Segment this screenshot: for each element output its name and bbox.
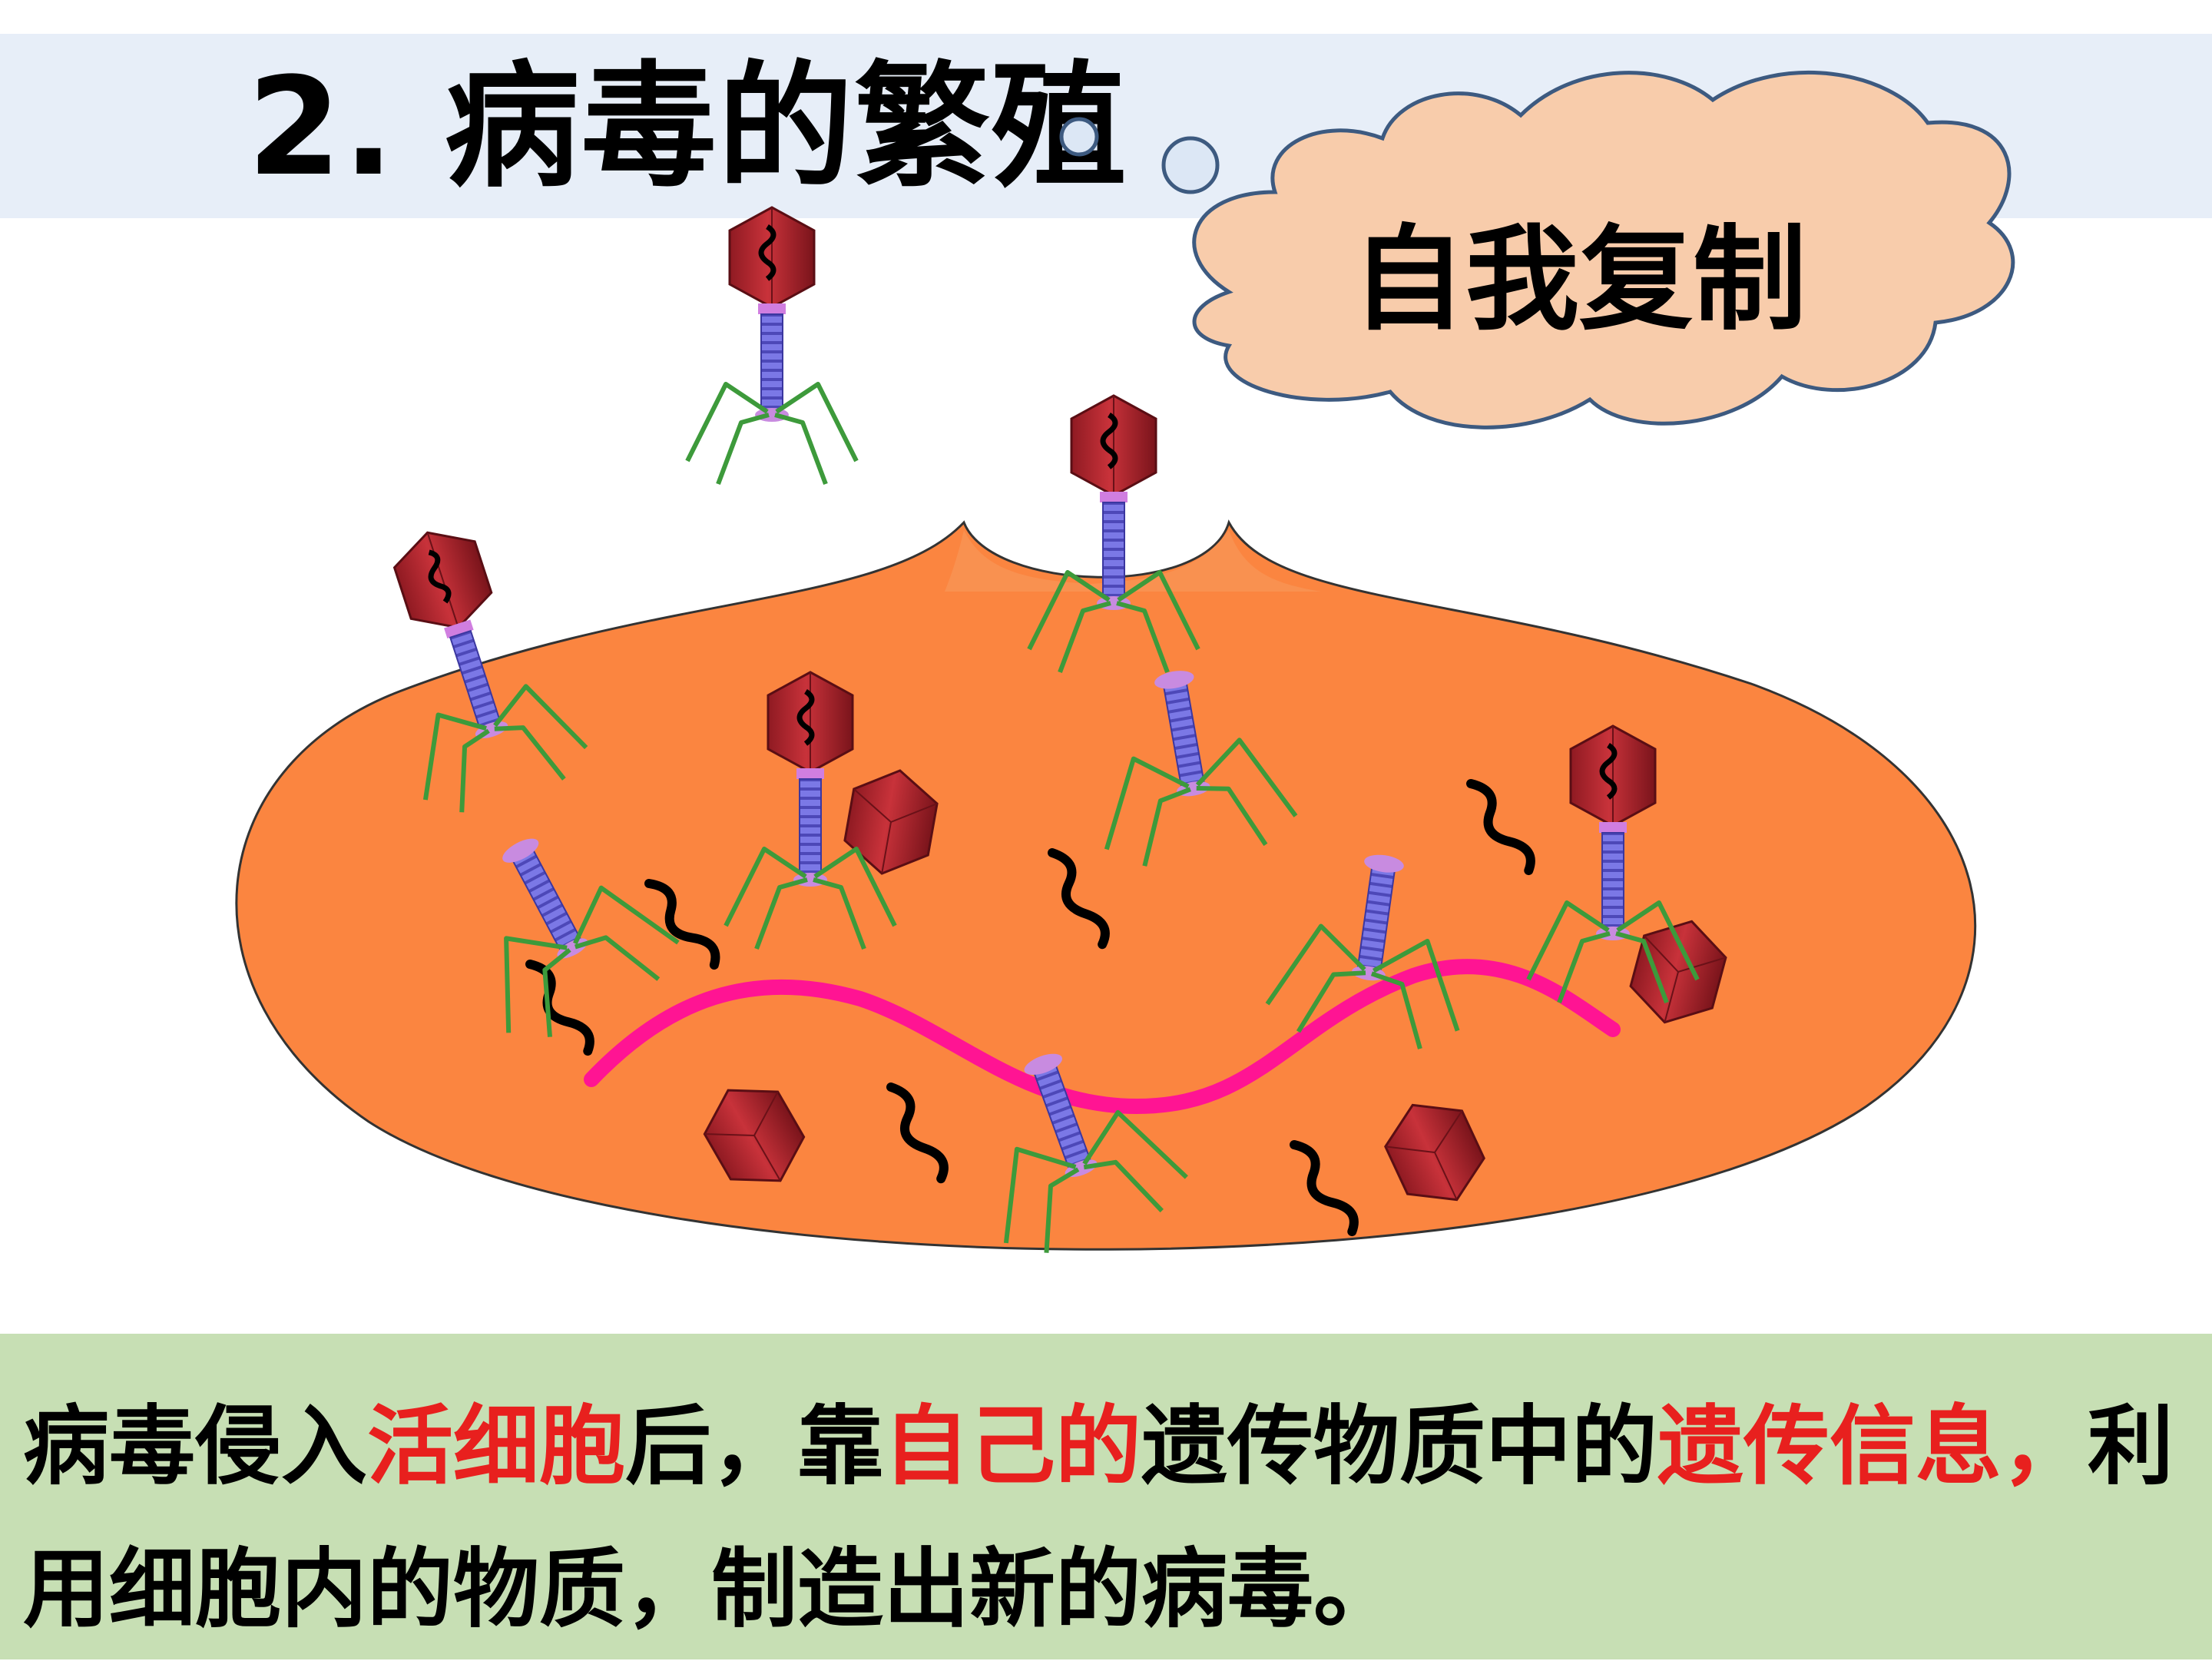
caption-band — [0, 1334, 2212, 1659]
caption-text: 病毒侵入活细胞后，靠自己的遗传物质中的遗传信息，利用细胞内的物质，制造出新的病毒… — [23, 1375, 2197, 1661]
caption-part-1: 病毒侵入 — [23, 1397, 367, 1497]
page-title: 2. 病毒的繁殖 — [247, 48, 1128, 206]
caption-part-2: 后，靠 — [625, 1397, 883, 1497]
caption-highlight-own: 自己的 — [883, 1397, 1141, 1497]
thought-cloud — [1059, 71, 2015, 429]
caption-part-4: 利用细胞内的物质，制造出新的病毒。 — [23, 1397, 2174, 1639]
caption-part-3: 遗传物质中的 — [1141, 1397, 1657, 1497]
caption-highlight-living-cell: 活细胞 — [367, 1397, 625, 1497]
cloud-label: 自我复制 — [1352, 214, 1806, 346]
caption-highlight-genetic-info: 遗传信息， — [1657, 1397, 2088, 1497]
host-dna — [584, 959, 1621, 1115]
host-cell — [235, 519, 1977, 1251]
virus-replication-illustration — [235, 71, 2015, 1321]
